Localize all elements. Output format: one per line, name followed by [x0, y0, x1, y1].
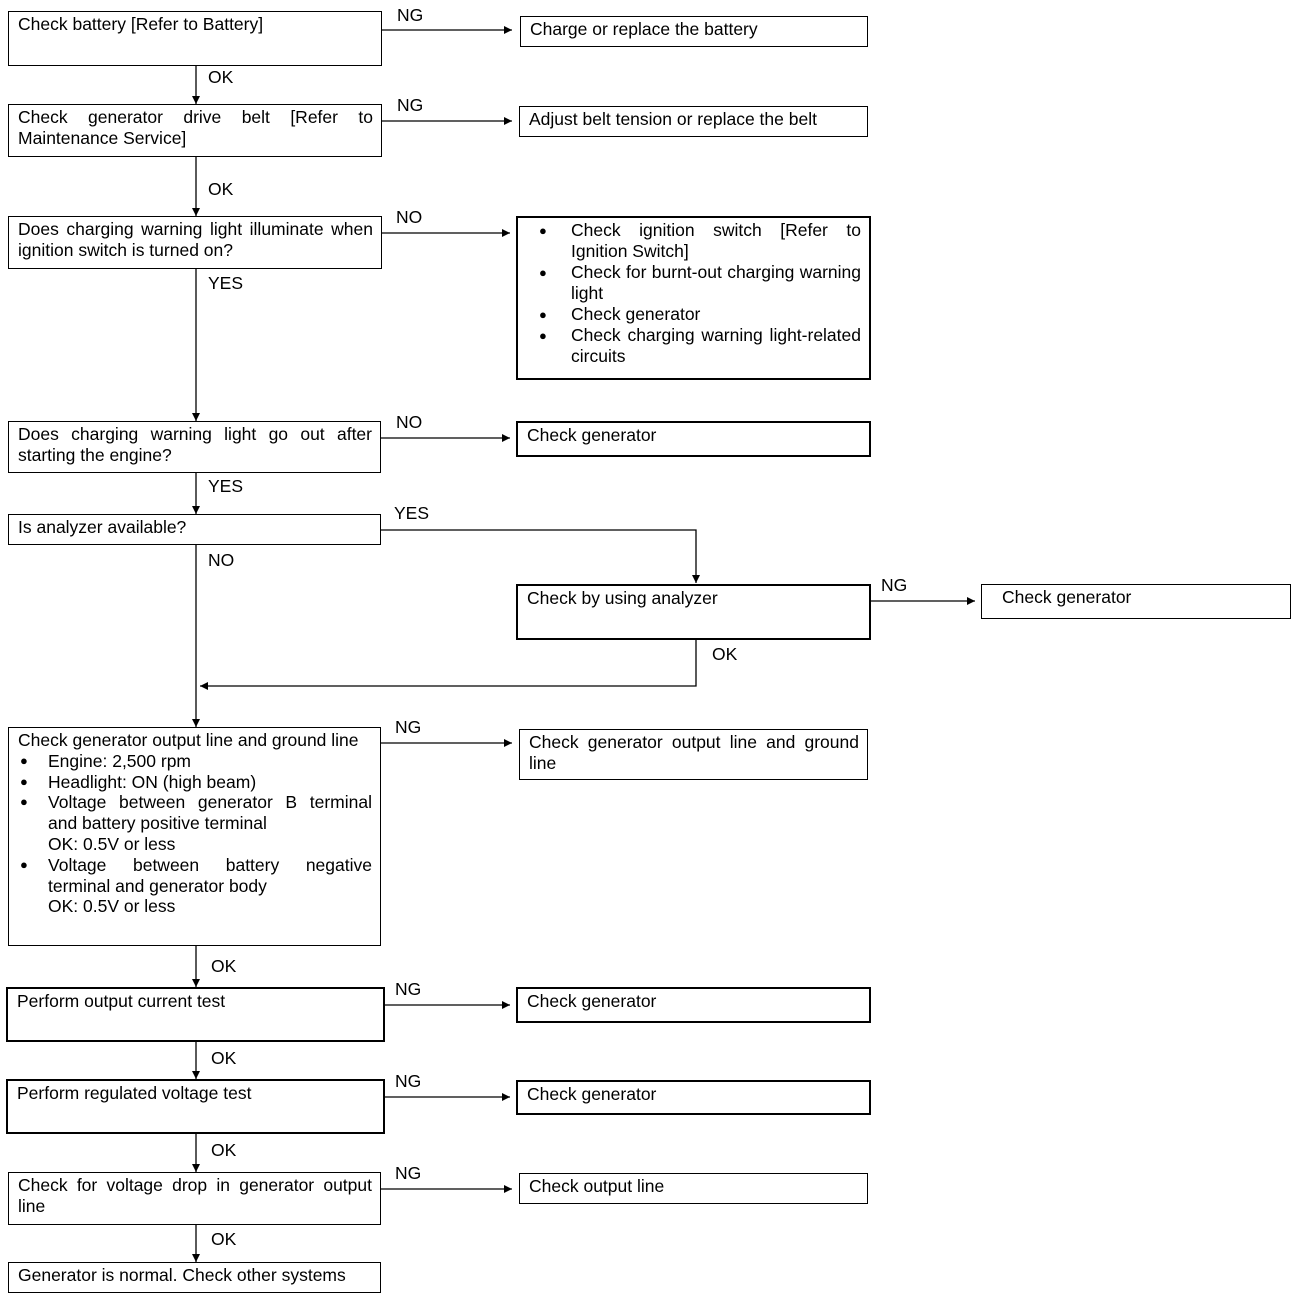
action-current-text: Check generator: [527, 991, 657, 1011]
step-analyzer-q-text: Is analyzer available?: [18, 517, 187, 537]
action-list-item: Check ignition switch [Refer to Ignition…: [527, 220, 861, 262]
step-voltage-drop: Check for voltage drop in generator outp…: [8, 1172, 381, 1225]
step-check-battery: Check battery [Refer to Battery]: [8, 11, 382, 66]
action-voltage-text: Check generator: [527, 1084, 657, 1104]
condition-item: Engine: 2,500 rpm: [18, 751, 372, 772]
step-output-current-test: Perform output current test: [6, 987, 385, 1042]
action-outputline-text: Check generator output line and ground l…: [529, 732, 859, 773]
action-lighton-list: Check ignition switch [Refer to Ignition…: [527, 220, 861, 367]
action-lightout-text: Check generator: [527, 425, 657, 445]
action-analyzer-check-generator: Check generator: [981, 584, 1291, 619]
step-current-text: Perform output current test: [17, 991, 226, 1011]
arrow-analyzer-ok-return: [200, 640, 697, 690]
label-ng: NG: [397, 5, 424, 25]
label-yes: YES: [208, 273, 244, 293]
action-list-item: Check generator: [527, 304, 861, 325]
label-yes: YES: [208, 476, 244, 496]
condition-ok-value: OK: 0.5V or less: [48, 896, 176, 917]
action-analyzer-text: Check generator: [1002, 587, 1132, 607]
label-ok: OK: [211, 1229, 237, 1249]
label-ng: NG: [395, 979, 422, 999]
step-analyzer-check-text: Check by using analyzer: [527, 588, 718, 608]
action-charge-battery: Charge or replace the battery: [520, 16, 868, 47]
step-lightout-text: Does charging warning light go out after…: [18, 424, 372, 465]
action-list-item: Check for burnt-out charging warning lig…: [527, 262, 861, 304]
label-no: NO: [208, 550, 235, 570]
label-ng: NG: [395, 1071, 422, 1091]
label-ng: NG: [395, 1163, 422, 1183]
label-ok: OK: [208, 179, 234, 199]
label-yes: YES: [394, 503, 430, 523]
action-battery-text: Charge or replace the battery: [530, 19, 758, 39]
step-check-output-line: Check generator output line and ground l…: [8, 727, 381, 946]
step-light-illuminate: Does charging warning light illuminate w…: [8, 216, 382, 269]
step-outputline-title: Check generator output line and ground l…: [18, 730, 359, 750]
action-drop-text: Check output line: [529, 1176, 665, 1196]
label-no: NO: [396, 207, 423, 227]
step-regulated-voltage-test: Perform regulated voltage test: [6, 1079, 385, 1134]
label-ok: OK: [211, 1140, 237, 1160]
label-ng: NG: [881, 575, 908, 595]
step-check-belt: Check generator drive belt [Refer to Mai…: [8, 104, 382, 157]
step-drop-text: Check for voltage drop in generator outp…: [18, 1175, 372, 1216]
step-normal-text: Generator is normal. Check other systems: [18, 1265, 346, 1285]
action-voltage-check-generator: Check generator: [516, 1080, 871, 1115]
action-check-output-line: Check output line: [519, 1173, 868, 1204]
action-adjust-belt: Adjust belt tension or replace the belt: [519, 106, 868, 137]
label-ok: OK: [211, 956, 237, 976]
label-ng: NG: [395, 717, 422, 737]
step-lighton-text: Does charging warning light illuminate w…: [18, 219, 373, 260]
step-check-by-analyzer: Check by using analyzer: [516, 584, 871, 640]
condition-item: Voltage between generator B terminal and…: [18, 792, 372, 854]
step-battery-text: Check battery [Refer to Battery]: [18, 14, 264, 34]
step-light-go-out: Does charging warning light go out after…: [8, 421, 381, 473]
action-current-check-generator: Check generator: [516, 987, 871, 1023]
condition-ok-value: OK: 0.5V or less: [48, 833, 176, 854]
condition-item: Headlight: ON (high beam): [18, 772, 372, 793]
action-light-not-illuminate: Check ignition switch [Refer to Ignition…: [516, 216, 871, 380]
label-ok: OK: [208, 67, 234, 87]
action-lightout-check-generator: Check generator: [516, 421, 871, 457]
label-ok: OK: [712, 644, 738, 664]
action-belt-text: Adjust belt tension or replace the belt: [529, 109, 817, 129]
label-ng: NG: [397, 95, 424, 115]
label-no: NO: [396, 412, 423, 432]
step-analyzer-available: Is analyzer available?: [8, 514, 381, 545]
action-output-line: Check generator output line and ground l…: [519, 729, 868, 780]
output-line-conditions: Engine: 2,500 rpm Headlight: ON (high be…: [18, 751, 372, 917]
label-ok: OK: [211, 1048, 237, 1068]
action-list-item: Check charging warning light-related cir…: [527, 325, 861, 367]
condition-item: Voltage between battery negative termina…: [18, 855, 372, 917]
step-generator-normal: Generator is normal. Check other systems: [8, 1262, 381, 1293]
arrow-analyzer-yes: [381, 529, 700, 583]
step-belt-text: Check generator drive belt [Refer to Mai…: [18, 107, 373, 148]
step-voltage-text: Perform regulated voltage test: [17, 1083, 252, 1103]
